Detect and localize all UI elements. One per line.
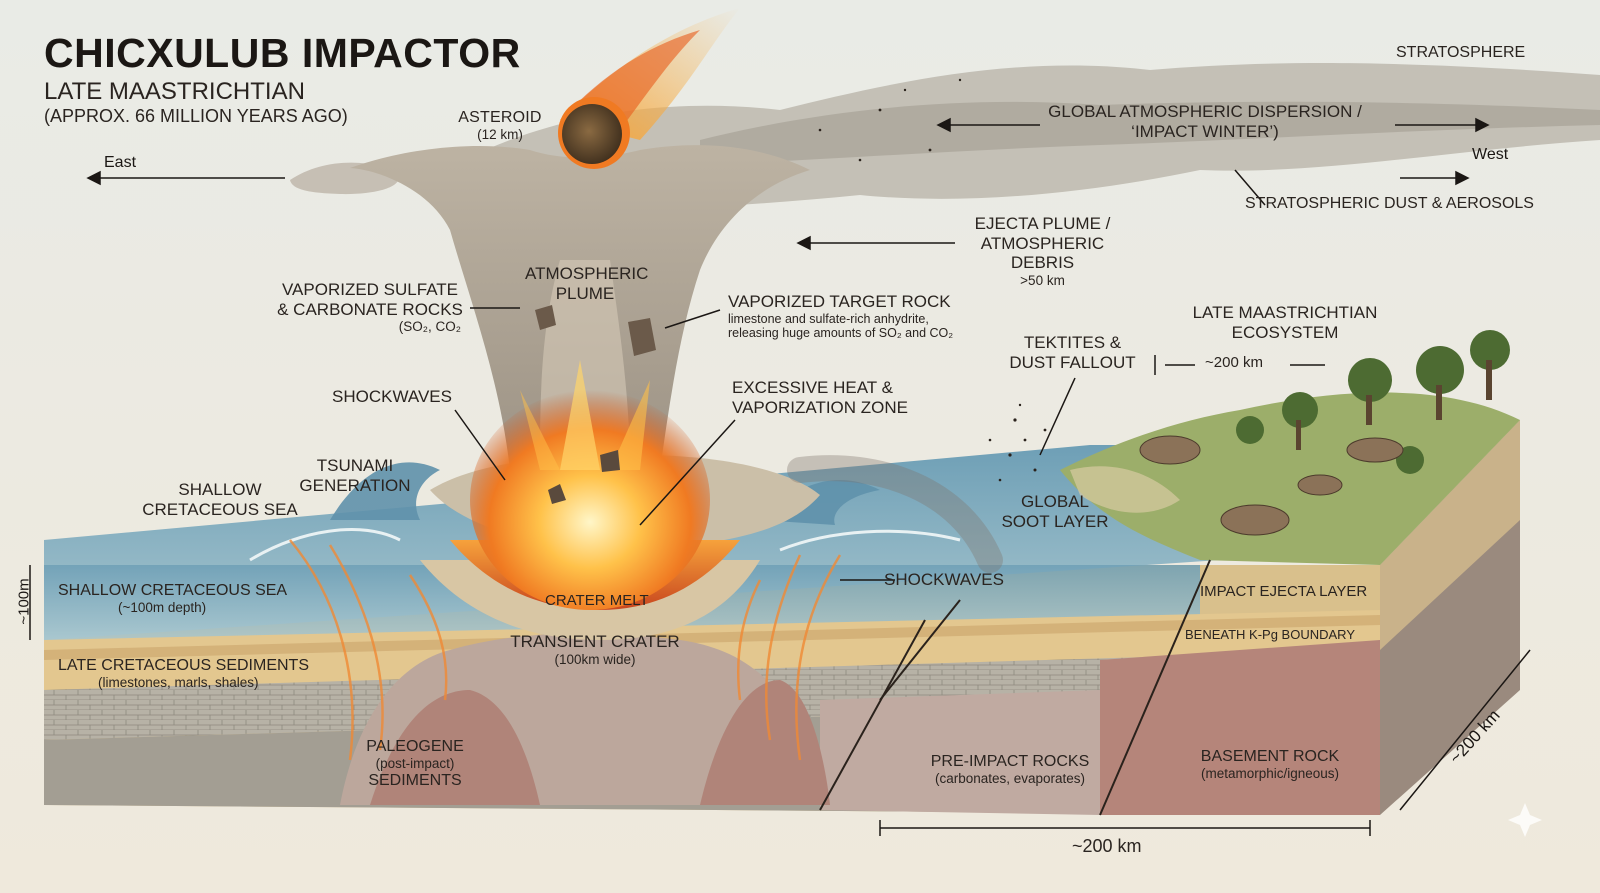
basement-note: (metamorphic/igneous) — [1200, 766, 1340, 782]
diagram-subtitle: LATE MAASTRICHTIAN — [44, 78, 305, 105]
ecosystem-width: ~200 km — [1205, 354, 1263, 371]
tsunami-line-2: GENERATION — [299, 475, 411, 495]
asteroid-name: ASTEROID — [458, 109, 542, 126]
paleogene-line-1: PALEOGENE — [366, 738, 464, 755]
tsunami-line-1: TSUNAMI — [316, 456, 394, 475]
dispersion-line-2: ‘IMPACT WINTER’) — [1131, 121, 1279, 141]
soot-line-2: SOOT LAYER — [1001, 511, 1109, 531]
ejecta-layer-label: IMPACT EJECTA LAYER — [1200, 583, 1368, 600]
atmospheric-plume-line-2: PLUME — [555, 283, 615, 303]
soot-line-1: GLOBAL — [1020, 492, 1090, 511]
pre-impact-title: PRE-IMPACT ROCKS — [930, 753, 1090, 770]
ecosystem-line-2: ECOSYSTEM — [1231, 322, 1339, 342]
ejecta-plume-label: EJECTA PLUME / ATMOSPHERIC DEBRIS >50 km — [955, 214, 1130, 288]
dispersion-label: GLOBAL ATMOSPHERIC DISPERSION / ‘IMPACT … — [1040, 102, 1370, 141]
diagram-date: (APPROX. 66 MILLION YEARS AGO) — [44, 106, 348, 126]
ejecta-line-2: ATMOSPHERIC DEBRIS — [980, 233, 1105, 273]
shallow-sea-line-2: CRETACEOUS SEA — [142, 499, 298, 519]
pre-impact-note: (carbonates, evaporates) — [934, 771, 1086, 787]
kpg-boundary-label: BENEATH K-Pg BOUNDARY — [1185, 627, 1356, 642]
vaporized-target-note-2: releasing huge amounts of SO₂ and CO₂ — [728, 325, 954, 340]
stratosphere-label: STRATOSPHERE — [1396, 44, 1526, 61]
basement-title: BASEMENT ROCK — [1200, 748, 1340, 765]
transient-crater-label: TRANSIENT CRATER (100km wide) — [505, 632, 685, 667]
shallow-sea-line-1: SHALLOW — [178, 480, 262, 499]
ecosystem-line-1: LATE MAASTRICHTIAN — [1192, 303, 1378, 322]
heat-line-1: EXCESSIVE HEAT & — [732, 378, 893, 397]
vaporized-sulfate-line-2: & CARBONATE ROCKS — [277, 299, 463, 319]
pre-impact-label: PRE-IMPACT ROCKS (carbonates, evaporates… — [920, 753, 1100, 787]
tektites-label: TEKTITES & DUST FALLOUT — [1005, 333, 1140, 372]
asteroid-size: (12 km) — [477, 127, 523, 143]
vaporized-target-label: VAPORIZED TARGET ROCK limestone and sulf… — [728, 292, 1008, 340]
tektites-line-2: DUST FALLOUT — [1009, 352, 1136, 372]
basement-label: BASEMENT ROCK (metamorphic/igneous) — [1180, 748, 1360, 782]
vaporized-sulfate-label: VAPORIZED SULFATE & CARBONATE ROCKS (SO₂… — [275, 280, 465, 335]
east-label: East — [104, 154, 137, 171]
tsunami-label: TSUNAMI GENERATION — [295, 456, 415, 495]
atmospheric-plume-line-1: ATMOSPHERIC — [525, 264, 649, 283]
sediments-note: (limestones, marls, shales) — [98, 675, 259, 691]
crater-melt-label: CRATER MELT — [545, 592, 649, 609]
sea-depth-note: (~100m depth) — [118, 600, 207, 616]
heat-zone-label: EXCESSIVE HEAT & VAPORIZATION ZONE — [732, 378, 908, 417]
atmospheric-plume-label: ATMOSPHERIC PLUME — [525, 264, 649, 303]
ejecta-height: >50 km — [1020, 272, 1065, 288]
heat-line-2: VAPORIZATION ZONE — [732, 397, 908, 417]
dispersion-line-1: GLOBAL ATMOSPHERIC DISPERSION / — [1048, 102, 1362, 121]
paleogene-line-2: (post-impact) — [375, 756, 455, 772]
diagram-title: CHICXULUB IMPACTOR — [44, 30, 521, 76]
depth-scale-label: ~100m — [15, 578, 33, 625]
shockwaves-top-label: SHOCKWAVES — [332, 387, 452, 406]
transient-crater-note: (100km wide) — [554, 651, 636, 667]
paleogene-label: PALEOGENE (post-impact) SEDIMENTS — [360, 738, 470, 790]
vaporized-sulfate-line-3: (SO₂, CO₂ — [398, 319, 461, 335]
vaporized-target-note-1: limestone and sulfate-rich anhydrite, — [728, 311, 929, 326]
width-scale-label: ~200 km — [1072, 836, 1142, 856]
west-label: West — [1472, 146, 1509, 163]
sediments-title: LATE CRETACEOUS SEDIMENTS — [58, 657, 309, 674]
asteroid-label: ASTEROID (12 km) — [455, 109, 545, 143]
shockwaves-mid-label: SHOCKWAVES — [884, 570, 1004, 589]
paleogene-line-3: SEDIMENTS — [368, 771, 462, 789]
soot-layer-label: GLOBAL SOOT LAYER — [995, 492, 1115, 531]
tektites-line-1: TEKTITES & — [1023, 333, 1122, 352]
shallow-sea-label: SHALLOW CRETACEOUS SEA — [140, 480, 300, 519]
sea-depth-label: SHALLOW CRETACEOUS SEA (~100m depth) — [58, 582, 287, 616]
sediments-label: LATE CRETACEOUS SEDIMENTS (limestones, m… — [58, 657, 309, 691]
vaporized-target-title: VAPORIZED TARGET ROCK — [728, 292, 951, 311]
strat-dust-label: STRATOSPHERIC DUST & AEROSOLS — [1245, 195, 1534, 212]
ecosystem-label: LATE MAASTRICHTIAN ECOSYSTEM — [1185, 303, 1385, 342]
vaporized-sulfate-line-1: VAPORIZED SULFATE — [281, 280, 459, 299]
transient-crater-title: TRANSIENT CRATER — [510, 632, 680, 651]
ejecta-line-1: EJECTA PLUME / — [974, 214, 1111, 233]
sea-depth-title: SHALLOW CRETACEOUS SEA — [58, 582, 288, 599]
